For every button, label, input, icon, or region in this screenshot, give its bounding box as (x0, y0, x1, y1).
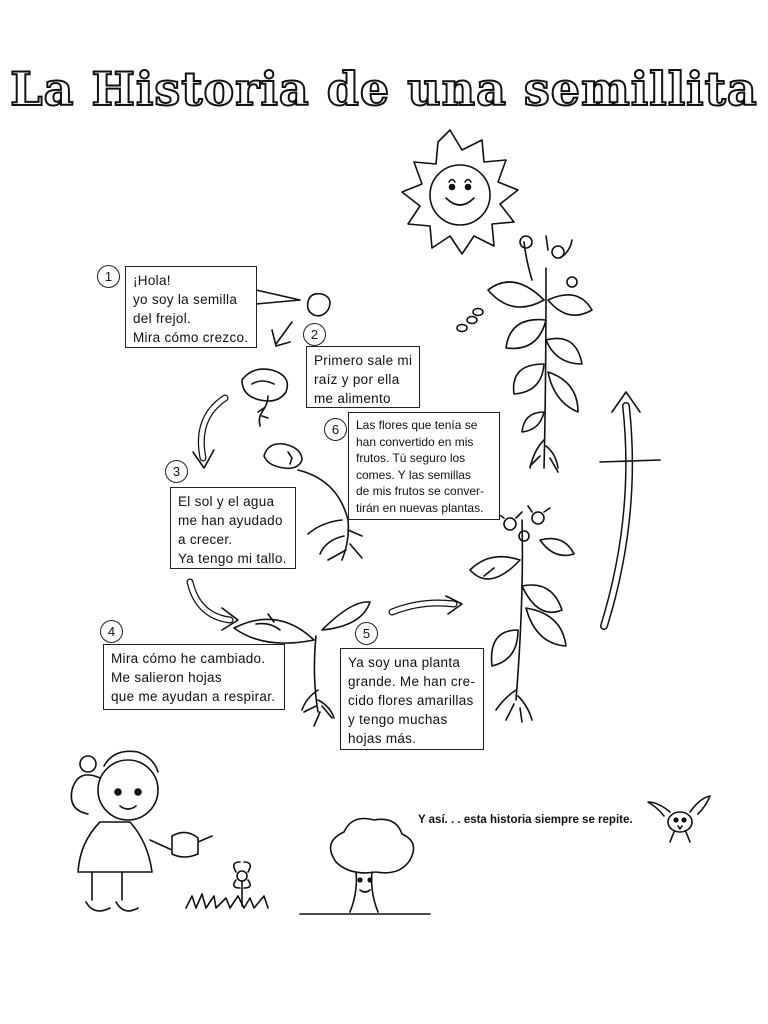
cycle-arrow-icon (600, 391, 641, 630)
step-6-line: comes. Y las semillas (356, 467, 471, 482)
step-5-line: grande. Me han cre- (348, 674, 476, 689)
step-number: 5 (355, 622, 378, 645)
seeds-icon (456, 307, 484, 333)
small-arrow-icon (271, 321, 293, 347)
step-2-line: raíz y por ella (314, 372, 400, 387)
step-5-line: hojas más. (348, 731, 417, 746)
cycle-arrow-icon (186, 578, 239, 631)
step-number: 3 (165, 460, 188, 483)
step-2-line: me alimento (314, 391, 391, 406)
step-2-line: Primero sale mi (314, 353, 413, 368)
sun-icon (401, 129, 519, 255)
step-number: 6 (324, 418, 347, 441)
girl-watering-icon (70, 750, 213, 912)
bird-icon (647, 795, 711, 843)
step-4-text-box: Mira cómo he cambiado. Me salieron hojas… (103, 644, 285, 710)
sprouting-seed-icon (241, 368, 289, 427)
step-5-line: y tengo muchas (348, 712, 448, 727)
step-4-line: Mira cómo he cambiado. (111, 651, 266, 666)
step-6-line: Las flores que tenía se (356, 418, 478, 432)
speech-pointer-icon (255, 289, 661, 463)
step-number: 1 (97, 265, 120, 288)
step-6-text-box: Las flores que tenía se han convertido e… (348, 412, 500, 520)
seed-icon (306, 292, 331, 317)
mature-plant-icon (487, 235, 593, 473)
step-6-line: de mis frutos se conver- (356, 484, 485, 498)
step-1-text-box: ¡Hola! yo soy la semilla del frejol. Mir… (125, 266, 257, 348)
footer-text: Y así. . . esta historia siempre se repi… (418, 814, 633, 826)
step-6-line: han convertido en mis (356, 434, 474, 449)
flowering-plant-icon (469, 505, 575, 723)
step-5-text-box: Ya soy una planta grande. Me han cre- ci… (340, 648, 484, 750)
step-5-line: cido flores amarillas (348, 693, 474, 708)
tree-icon (299, 817, 431, 915)
flower-icon (185, 861, 269, 909)
step-2-text-box: Primero sale mi raíz y por ella me alime… (306, 346, 420, 408)
young-plant-icon (233, 601, 371, 727)
step-3-text-box: El sol y el agua me han ayudado a crecer… (170, 487, 296, 569)
step-3-line: me han ayudado (178, 513, 283, 528)
step-5-line: Ya soy una planta (348, 655, 461, 670)
page-title: La Historia de una semillita (9, 61, 758, 117)
step-6-line: frutos. Tú seguro los (356, 451, 466, 465)
step-number: 2 (303, 323, 326, 346)
step-1-line: del frejol. (133, 311, 192, 326)
step-3-line: El sol y el agua (178, 494, 275, 509)
seedling-icon (263, 442, 363, 561)
step-1-line: Mira cómo crezco. (133, 330, 249, 345)
step-number: 4 (100, 620, 123, 643)
step-6-line: tirán en nuevas plantas. (356, 500, 484, 515)
step-3-line: Ya tengo mi tallo. (178, 551, 287, 566)
step-1-line: yo soy la semilla (133, 292, 238, 307)
cycle-arrow-icon (388, 595, 463, 616)
step-4-line: Me salieron hojas (111, 670, 222, 685)
cycle-arrow-icon (192, 394, 229, 469)
step-3-line: a crecer. (178, 532, 233, 547)
step-4-line: que me ayudan a respirar. (111, 689, 276, 704)
step-1-line: ¡Hola! (133, 273, 171, 288)
